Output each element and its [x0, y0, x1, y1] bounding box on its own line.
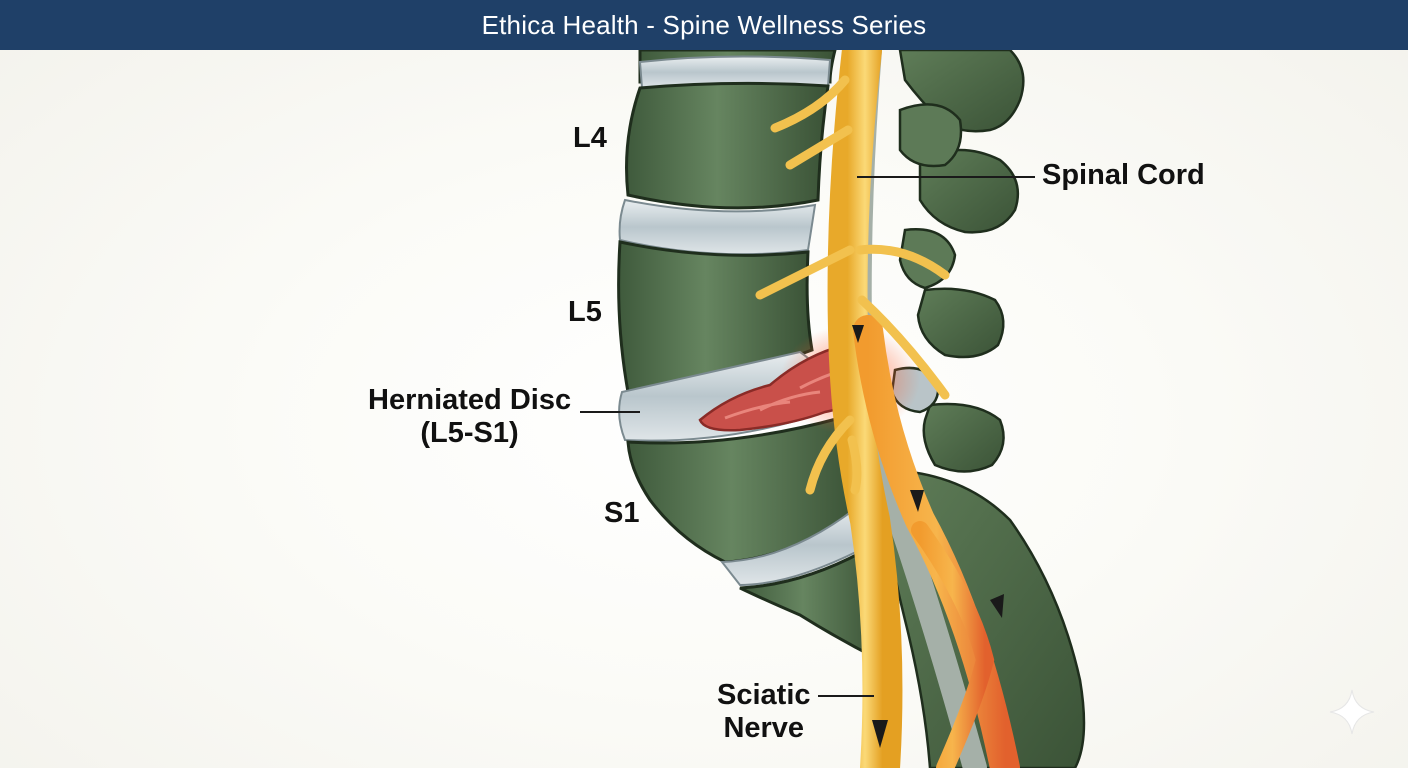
header-title: Ethica Health - Spine Wellness Series [481, 9, 927, 40]
page-header: Ethica Health - Spine Wellness Series [0, 0, 1408, 50]
nerve-flow-arrows [852, 325, 1004, 748]
sparkle-icon [1329, 689, 1375, 735]
vertebra-label-s1: S1 [604, 497, 640, 529]
sciatic-nerve-label: Sciatic Nerve [717, 679, 811, 745]
herniated-disc-leader [580, 411, 640, 413]
vertebral-column [617, 50, 882, 663]
vertebra-label-l5: L5 [568, 296, 602, 328]
sciatic-nerve-leader [818, 695, 874, 697]
herniated-disc-label-line2: (L5-S1) [420, 417, 519, 449]
herniated-disc-label: Herniated Disc (L5-S1) [368, 384, 571, 450]
spinal-cord-leader [857, 176, 1035, 178]
spinal-cord-label: Spinal Cord [1042, 159, 1205, 191]
sciatic-nerve-label-line1: Sciatic [717, 679, 811, 711]
herniated-disc-label-line1: Herniated Disc [368, 384, 572, 416]
sciatic-nerve-label-line2: Nerve [723, 712, 805, 744]
vertebra-label-l4: L4 [573, 122, 607, 154]
spinal-nerves [755, 50, 1020, 768]
spine-illustration [617, 50, 1086, 768]
